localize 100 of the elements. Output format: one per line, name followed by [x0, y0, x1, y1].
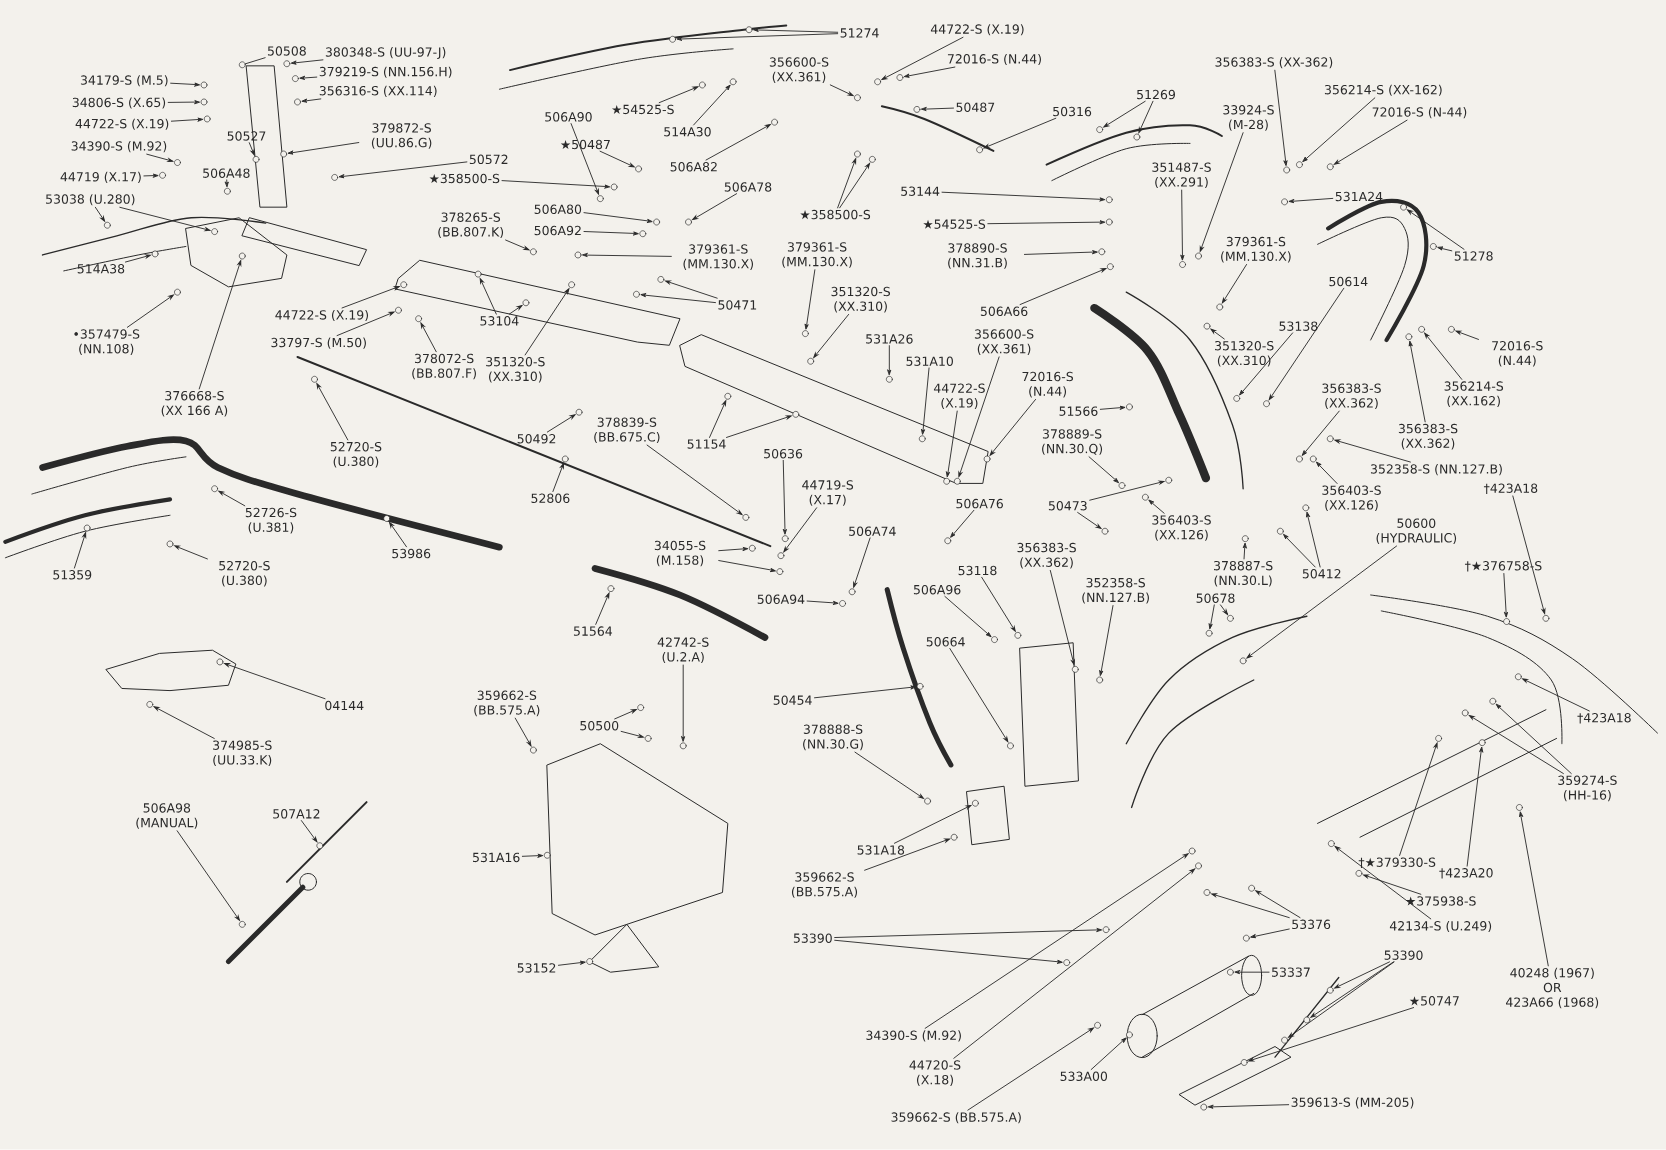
- part-symbol: [1542, 615, 1550, 622]
- part-number: 44719-S (X.17): [802, 480, 854, 506]
- leader-line: [953, 868, 1196, 1059]
- leader-line: [1138, 101, 1154, 134]
- leader-line: [887, 345, 892, 376]
- leader-line: [658, 86, 699, 104]
- part-number: 359662-S (BB.575.A): [474, 690, 540, 717]
- leader-line: [1099, 405, 1126, 410]
- leader-line: [1239, 332, 1294, 396]
- leader-line: [1424, 332, 1463, 381]
- leader-line: [1495, 704, 1572, 775]
- part-symbol: [633, 291, 640, 298]
- leader-line: [693, 85, 731, 126]
- leader-line: [949, 648, 1009, 743]
- part-symbol: [83, 524, 91, 532]
- part-symbol: [1216, 303, 1224, 311]
- leader-line: [1234, 970, 1270, 975]
- part-number: 44719 (X.17): [60, 172, 141, 184]
- part-symbol: [1102, 926, 1110, 934]
- part-symbol: [1418, 326, 1425, 333]
- leader-line: [1302, 97, 1376, 163]
- leader-line: [1407, 209, 1465, 250]
- leader-line: [174, 545, 208, 560]
- part-symbol: [745, 26, 753, 34]
- leader-line: [987, 220, 1105, 225]
- leader-line: [316, 383, 349, 441]
- leader-line: [1208, 1104, 1290, 1109]
- leader-line: [1250, 928, 1290, 939]
- part-number: 356383-S (XX-362): [1215, 57, 1333, 69]
- part-symbol: [635, 165, 642, 173]
- part-number: 34055-S (M.158): [654, 540, 706, 567]
- part-symbol: [918, 435, 926, 443]
- leader-line: [989, 399, 1037, 456]
- part-symbol: [1014, 632, 1022, 639]
- part-symbol: [1227, 615, 1234, 622]
- leader-line: [94, 207, 106, 222]
- part-number: 351320-S (XX.310): [486, 357, 545, 383]
- leader-line: [1468, 715, 1564, 775]
- part-number: 44722-S (X.19): [933, 383, 985, 410]
- part-number: 52726-S (U.381): [245, 508, 297, 534]
- leader-line: [783, 507, 818, 553]
- leader-line: [726, 415, 792, 439]
- part-number: 351320-S (XX.310): [831, 287, 890, 313]
- part-symbol: [639, 230, 647, 238]
- part-symbol: [1179, 261, 1186, 269]
- part-number: 514A38: [77, 264, 125, 274]
- part-number: ★54525-S: [923, 219, 986, 230]
- part-symbol: [1430, 243, 1437, 250]
- leader-line: [854, 751, 925, 800]
- part-number: 374985-S (UU.33.K): [213, 740, 272, 767]
- part-symbol: [1200, 1103, 1208, 1111]
- part-symbol: [203, 115, 211, 123]
- part-number: 53390: [793, 933, 832, 944]
- part-symbol: [1203, 889, 1211, 896]
- part-symbol: [771, 119, 778, 126]
- part-number: †★376758-S: [1464, 561, 1542, 572]
- part-number: 352358-S (NN.127.B): [1370, 464, 1502, 476]
- part-symbol: [924, 797, 931, 805]
- leader-line: [1333, 119, 1408, 165]
- part-symbol: [543, 852, 551, 859]
- leader-line: [614, 709, 637, 720]
- part-number: †423A18: [1483, 483, 1538, 495]
- part-symbol: [1503, 618, 1510, 626]
- leader-line: [924, 853, 1189, 1029]
- part-symbol: [1281, 198, 1288, 206]
- part-number: 531A26: [866, 334, 913, 344]
- leader-line: [1316, 462, 1338, 485]
- part-number: 51278: [1454, 251, 1493, 261]
- leader-line: [1408, 341, 1426, 423]
- part-number: 356383-S (XX.362): [1017, 543, 1076, 569]
- leader-line: [904, 66, 956, 78]
- part-symbol: [742, 514, 750, 521]
- leader-line: [806, 600, 839, 605]
- leader-line: [881, 37, 964, 81]
- part-symbol: [146, 701, 154, 708]
- leader-line: [946, 410, 958, 478]
- part-number: 359274-S (HH-16): [1558, 775, 1617, 802]
- part-symbol: [1098, 248, 1106, 256]
- part-symbol: [1142, 494, 1149, 501]
- part-symbol: [972, 800, 979, 807]
- part-symbol: [657, 276, 665, 283]
- part-symbol: [1126, 403, 1133, 411]
- part-number: 378890-S (NN.31.B): [948, 243, 1007, 270]
- part-symbol: [1516, 804, 1523, 811]
- leader-line: [967, 1027, 1095, 1111]
- part-number: 52720-S (U.380): [330, 442, 382, 468]
- leader-line: [620, 731, 644, 739]
- part-number: 356316-S (XX.114): [319, 86, 437, 98]
- part-symbol: [174, 159, 181, 167]
- part-number: 351320-S (XX.310): [1215, 341, 1274, 367]
- part-number: 356403-S (XX.126): [1322, 485, 1381, 512]
- part-number: 376668-S (XX 166 A): [161, 391, 228, 417]
- leader-line: [944, 596, 992, 638]
- leader-line: [218, 490, 246, 507]
- leader-line: [1077, 512, 1102, 530]
- leader-line: [1199, 132, 1244, 253]
- part-symbol: [1096, 126, 1104, 134]
- part-symbol: [1296, 161, 1303, 169]
- part-symbol: [1326, 987, 1334, 994]
- part-symbol: [1303, 1016, 1311, 1024]
